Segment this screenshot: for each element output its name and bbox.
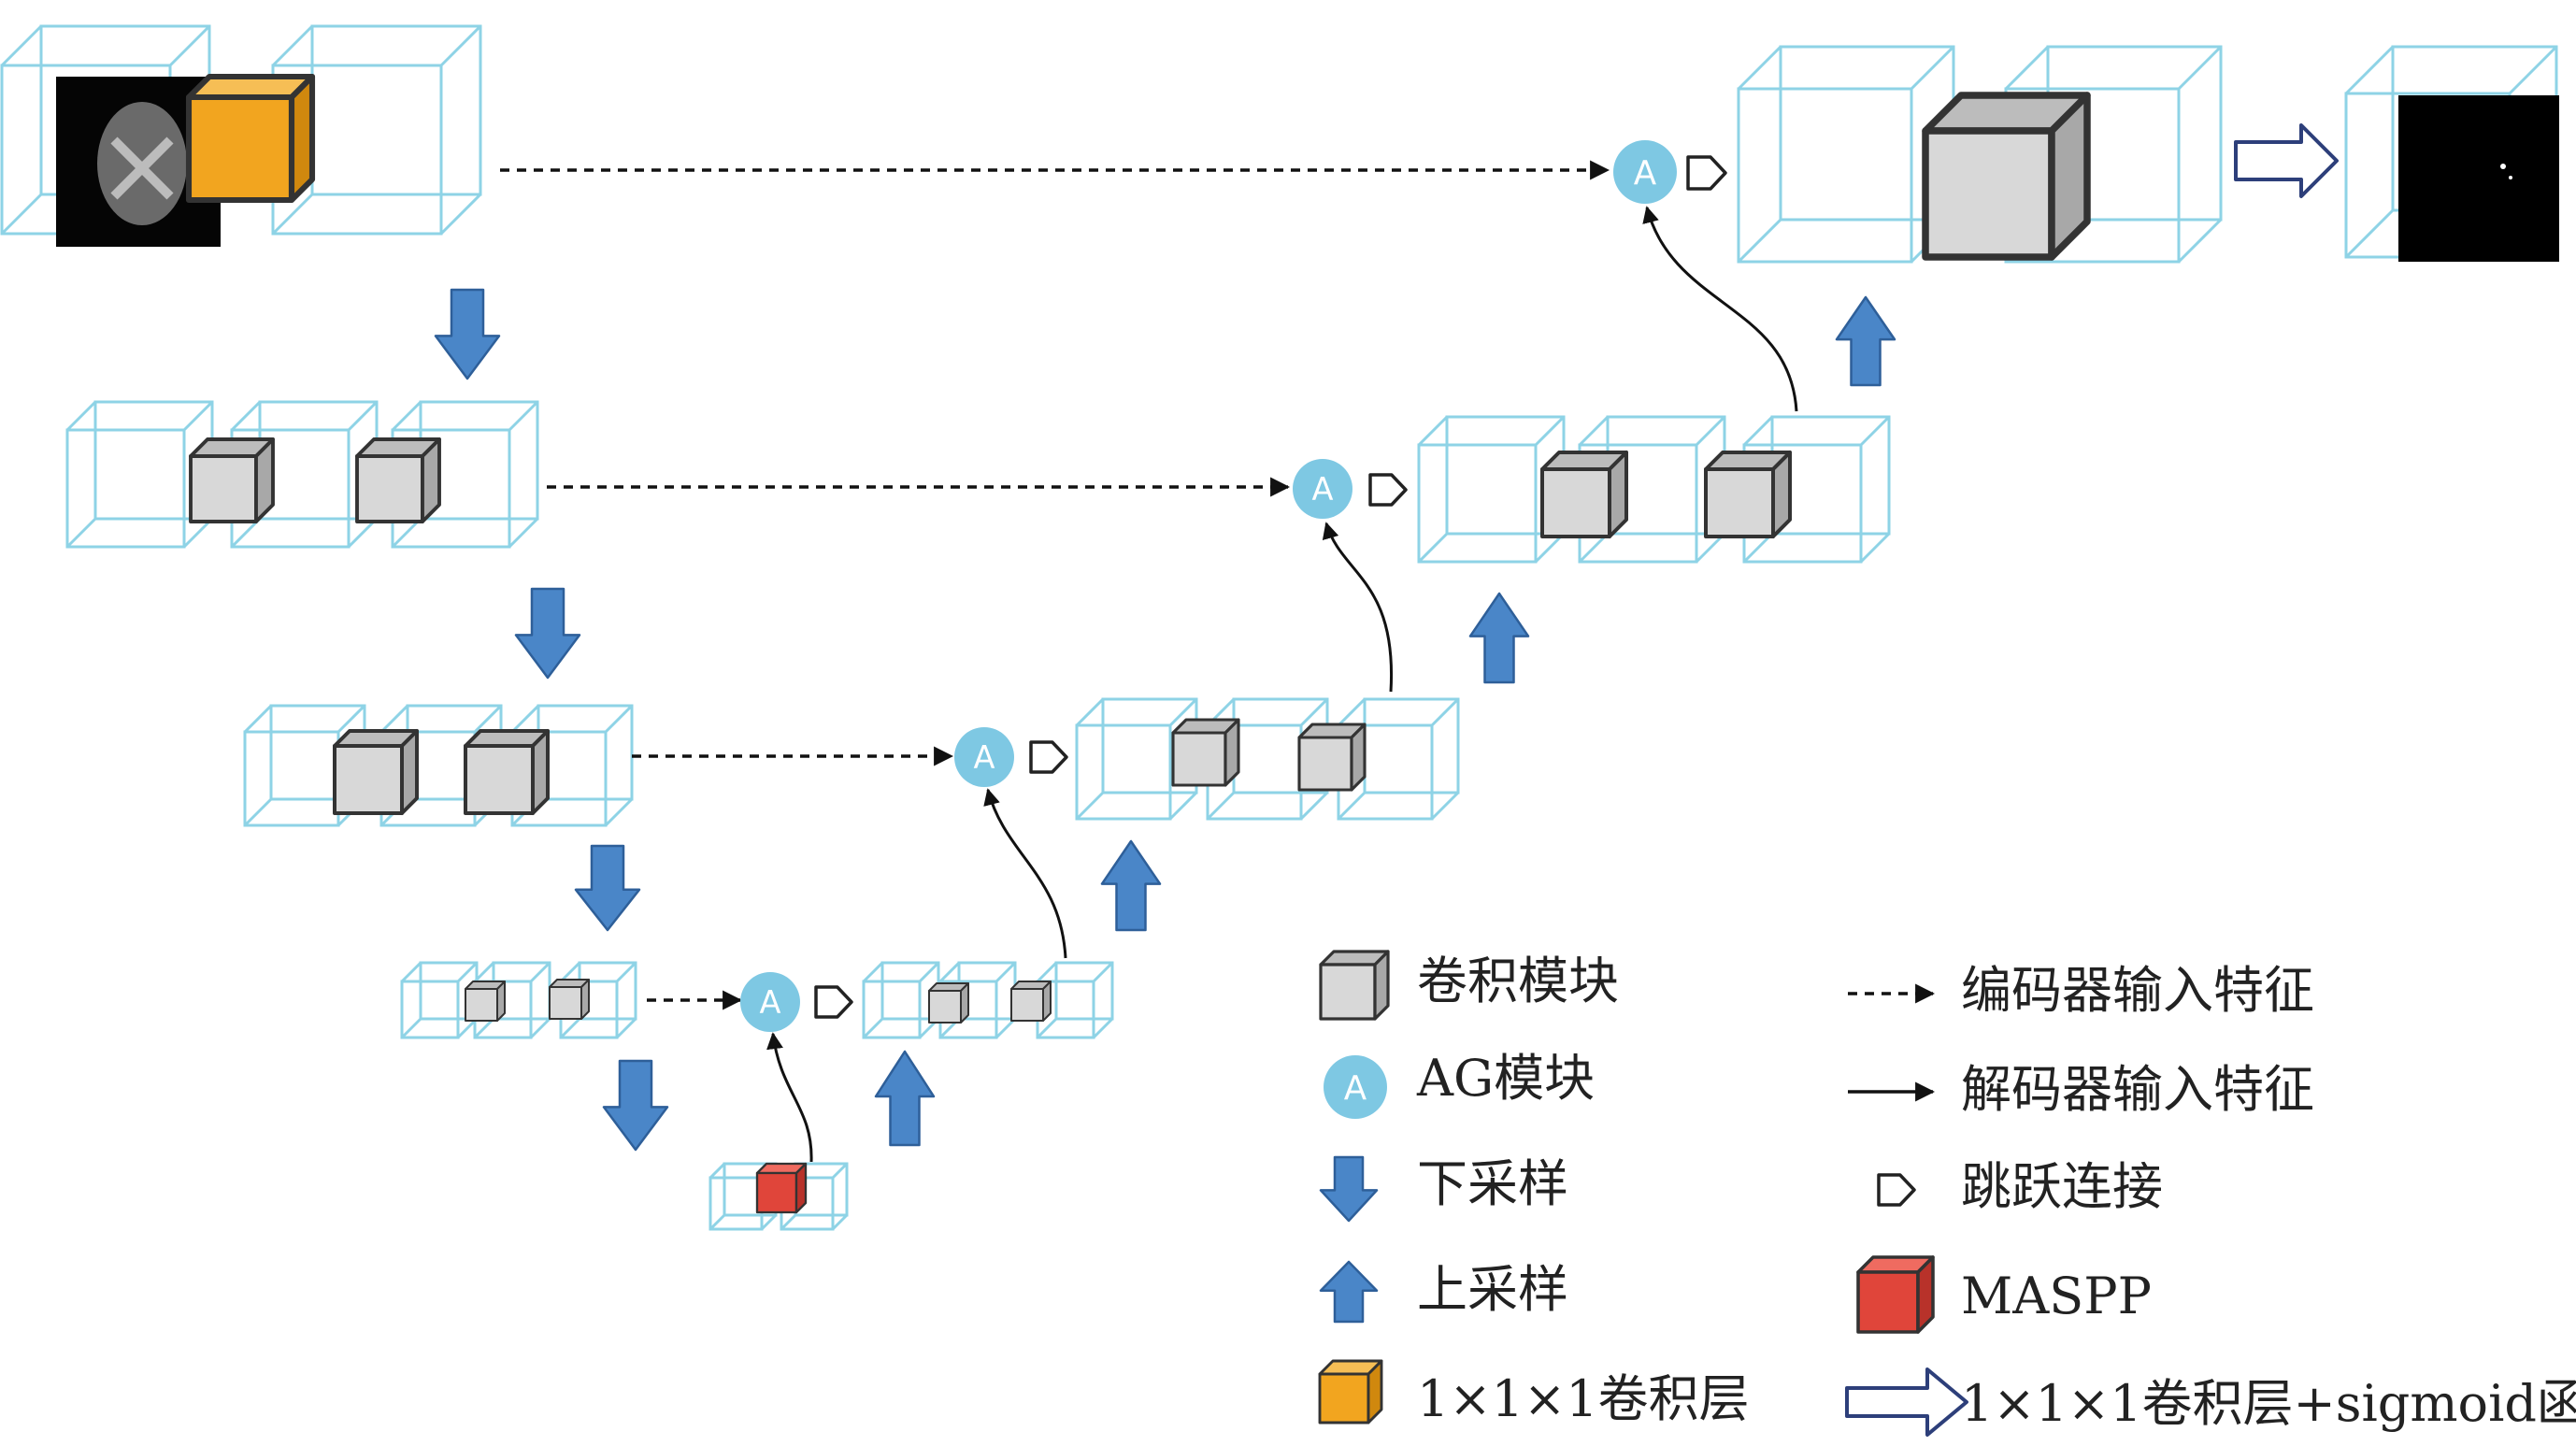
legend-label-6: 解码器输入特征	[1961, 1060, 2314, 1119]
conv-block-icon	[1297, 723, 1367, 792]
ag-label: A	[1344, 1069, 1367, 1108]
hollow-arrow-icon	[2234, 123, 2339, 198]
legend-label-1: AG模块	[1416, 1049, 1595, 1108]
lesion-dot	[2509, 176, 2512, 179]
down-arrow-icon	[574, 844, 641, 932]
skip-connection-icon	[1686, 155, 1727, 191]
down-arrow-icon	[602, 1059, 669, 1152]
legend-label-7: 跳跃连接	[1961, 1157, 2163, 1216]
up-arrow-icon	[874, 1050, 936, 1147]
feature-map-cube	[1737, 45, 1955, 264]
ag-label: A	[1312, 471, 1334, 508]
feature-map-cube	[1417, 415, 1566, 564]
legend-ag-module-icon: A	[1324, 1055, 1387, 1119]
conv-block-icon	[1010, 981, 1052, 1022]
decoder-feature-line-4	[766, 1032, 813, 1163]
ag-module-icon: A	[954, 727, 1014, 787]
legend-label-2: 下采样	[1417, 1154, 1568, 1213]
legend-orange-cube-icon	[1318, 1359, 1383, 1425]
ag-module-icon: A	[1293, 459, 1352, 519]
up-arrow-icon	[1835, 295, 1896, 387]
conv-block-icon	[465, 981, 506, 1022]
conv-block-icon	[1171, 718, 1240, 787]
maspp-cube-icon	[755, 1162, 808, 1214]
conv-block-icon	[189, 437, 275, 523]
legend-label-4: 1×1×1卷积层	[1417, 1369, 1750, 1428]
ag-module-icon: A	[740, 972, 800, 1032]
feature-map-cubes	[0, 24, 2558, 1231]
lesion-dot	[2500, 164, 2506, 169]
ag-label: A	[760, 984, 781, 1021]
brain-ventricles	[110, 136, 174, 200]
legend-hollow-arrow-icon	[1845, 1367, 1968, 1437]
legend-down-arrow-icon	[1319, 1155, 1379, 1223]
legend-up-arrow-icon	[1319, 1260, 1379, 1324]
legend-label-9: 1×1×1卷积层+sigmoid函数	[1961, 1374, 2576, 1433]
feature-map-cube	[862, 961, 940, 1039]
conv-block-icon	[549, 979, 590, 1020]
decoder-feature-line-3	[983, 788, 1067, 959]
skip-connection-icon	[1029, 740, 1068, 774]
orange-cube-icon	[185, 73, 316, 204]
ag-label: A	[974, 739, 995, 776]
conv-block-icon	[1540, 451, 1628, 538]
output-segmentation-image	[2398, 95, 2559, 262]
conv-block-icon	[333, 729, 419, 815]
feature-map-cube	[271, 24, 482, 236]
ag-module-icon: A	[1613, 140, 1677, 204]
down-arrow-icon	[514, 587, 581, 680]
sampling-arrows	[434, 123, 2339, 1152]
conv-block-icon	[355, 437, 441, 523]
decoder-feature-line-1	[1642, 206, 1798, 412]
feature-connections	[500, 160, 1798, 1163]
legend-label-8: MASPP	[1961, 1267, 2152, 1325]
up-arrow-icon	[1100, 839, 1162, 932]
up-arrow-icon	[1468, 592, 1530, 684]
legend-conv-block-icon	[1319, 950, 1390, 1021]
ag-nodes: A A A A	[740, 140, 1727, 1032]
conv-block-icon	[1922, 92, 2091, 261]
skip-connection-icon	[1368, 473, 1408, 507]
legend-label-5: 编码器输入特征	[1961, 961, 2314, 1020]
conv-block-icon	[928, 982, 969, 1024]
legend-skip-connection-icon	[1877, 1173, 1916, 1207]
skip-connection-icon	[814, 985, 853, 1019]
legend-label-0: 卷积模块	[1417, 952, 1619, 1010]
ag-label: A	[1634, 154, 1657, 193]
conv-blocks	[185, 73, 2091, 1214]
legend-label-3: 上采样	[1417, 1260, 1568, 1319]
down-arrow-icon	[434, 288, 501, 380]
legend-maspp-cube-icon	[1856, 1255, 1935, 1334]
decoder-feature-line-2	[1322, 522, 1394, 693]
conv-block-icon	[464, 729, 550, 815]
conv-block-icon	[1704, 451, 1792, 538]
